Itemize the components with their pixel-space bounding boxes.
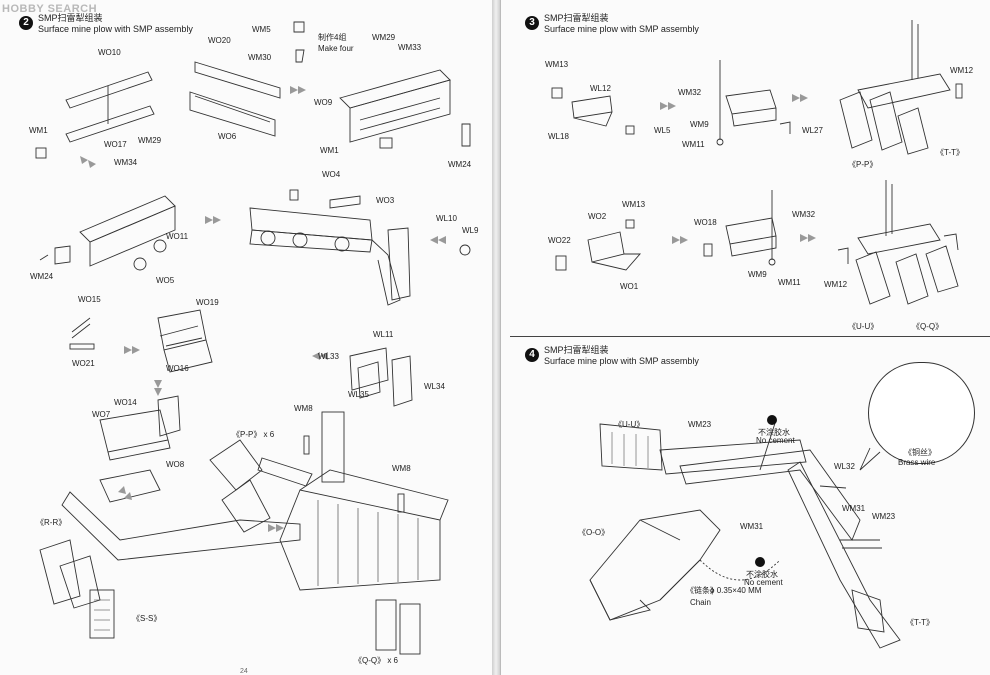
pp-multiplier-label: 《P-P》 x 6 — [232, 430, 275, 439]
part-label: WO22 — [548, 236, 571, 245]
part-label: WM8 — [294, 404, 313, 413]
part-label: WM11 — [778, 278, 801, 287]
part-label: WM1 — [320, 146, 339, 155]
step-3-badge: 3 — [525, 16, 539, 30]
make-four-cn: 制作4组 — [318, 33, 347, 42]
chain-spec: ϕ 0.35×40 MM — [710, 586, 762, 595]
part-label: WM29 — [372, 33, 396, 42]
part-label: WM12 — [824, 280, 848, 289]
part-label: WM11 — [682, 140, 705, 149]
part-label: WM32 — [792, 210, 816, 219]
part-label: WM24 — [448, 160, 472, 169]
part-label: WM13 — [622, 200, 646, 209]
part-label: WO14 — [114, 398, 137, 407]
part-label: WL33 — [318, 352, 339, 361]
part-label: WM13 — [545, 60, 569, 69]
part-label: WM32 — [678, 88, 702, 97]
step-2-badge: 2 — [19, 16, 33, 30]
part-label: WL11 — [373, 330, 394, 339]
page-gutter — [492, 0, 500, 675]
panel-divider — [510, 336, 990, 337]
ss-view-label: 《S-S》 — [132, 614, 162, 623]
oo-view-label: 《O-O》 — [578, 528, 610, 537]
part-label: WL27 — [802, 126, 823, 135]
part-label: WO21 — [72, 359, 95, 368]
brass-wire-callout — [868, 362, 975, 464]
part-label: WM23 — [872, 512, 896, 521]
part-label: WM23 — [688, 420, 712, 429]
part-label: WM8 — [392, 464, 411, 473]
part-label: WO10 — [98, 48, 121, 57]
step-4-badge: 4 — [525, 348, 539, 362]
part-label: WM9 — [690, 120, 709, 129]
part-label: WO5 — [156, 276, 175, 285]
part-label: WO4 — [322, 170, 341, 179]
part-label: WL10 — [436, 214, 457, 223]
make-four-en: Make four — [318, 44, 354, 53]
qq-multiplier-label: 《Q-Q》 x 6 — [354, 656, 399, 665]
step-4-title-cn: SMP扫雷犁组装 — [544, 345, 609, 355]
part-label: WO7 — [92, 410, 111, 419]
no-cement-cn: 不涂胶水 — [758, 428, 790, 437]
part-label: WO8 — [166, 460, 185, 469]
brass-wire-en: Brass wire — [898, 458, 936, 467]
part-label: WO17 — [104, 140, 127, 149]
step-3-title-cn: SMP扫雷犁组装 — [544, 13, 609, 23]
part-label: WM31 — [842, 504, 866, 513]
part-label: WL32 — [834, 462, 855, 471]
step-3-title-en: Surface mine plow with SMP assembly — [544, 24, 699, 34]
tt-view-label: 《T-T》 — [936, 148, 964, 157]
part-label: WO19 — [196, 298, 219, 307]
part-label: WL34 — [424, 382, 445, 391]
step-2-title-cn: SMP扫雷犁组装 — [38, 13, 103, 23]
part-label: WO1 — [620, 282, 639, 291]
part-label: WM24 — [30, 272, 54, 281]
part-label: WO3 — [376, 196, 395, 205]
part-label: WO11 — [166, 232, 189, 241]
part-label: WM29 — [138, 136, 162, 145]
part-label: WM5 — [252, 25, 271, 34]
uu-view-label: 《U-U》 — [848, 322, 879, 331]
chain-cn: 《链条》 — [686, 586, 718, 595]
chain-en: Chain — [690, 598, 711, 607]
part-label: WM33 — [398, 43, 422, 52]
part-label: WM30 — [248, 53, 272, 62]
left-page-number: 24 — [240, 668, 248, 675]
part-label: WM12 — [950, 66, 974, 75]
part-label: WO15 — [78, 295, 101, 304]
part-label: WO18 — [694, 218, 717, 227]
no-cement2-en: No cement — [744, 578, 783, 587]
pp-view-label: 《P-P》 — [848, 160, 878, 169]
no-cement-en: No cement — [756, 436, 795, 445]
part-label: WO6 — [218, 132, 237, 141]
rr-view-label: 《R-R》 — [36, 518, 67, 527]
part-label: WM9 — [748, 270, 767, 279]
part-label: WL18 — [548, 132, 569, 141]
part-label: WO9 — [314, 98, 333, 107]
part-label: WL5 — [654, 126, 671, 135]
step-2-title-en: Surface mine plow with SMP assembly — [38, 24, 193, 34]
tt-step4-label: 《T-T》 — [906, 618, 934, 627]
no-cement2-cn: 不涂胶水 — [746, 570, 778, 579]
part-label: WL9 — [462, 226, 479, 235]
part-label: WM34 — [114, 158, 138, 167]
part-label: WO16 — [166, 364, 189, 373]
part-label: WM31 — [740, 522, 764, 531]
brass-wire-cn: 《铜丝》 — [904, 448, 936, 457]
part-label: WL12 — [590, 84, 611, 93]
part-label: WO2 — [588, 212, 607, 221]
left-page — [0, 0, 493, 675]
uu-step4-label: 《U-U》 — [614, 420, 645, 429]
part-label: WL35 — [348, 390, 369, 399]
part-label: WM1 — [29, 126, 48, 135]
part-label: WO20 — [208, 36, 231, 45]
qq-view-label: 《Q-Q》 — [912, 322, 944, 331]
watermark-logo: HOBBY SEARCH — [2, 3, 98, 15]
step-4-title-en: Surface mine plow with SMP assembly — [544, 356, 699, 366]
